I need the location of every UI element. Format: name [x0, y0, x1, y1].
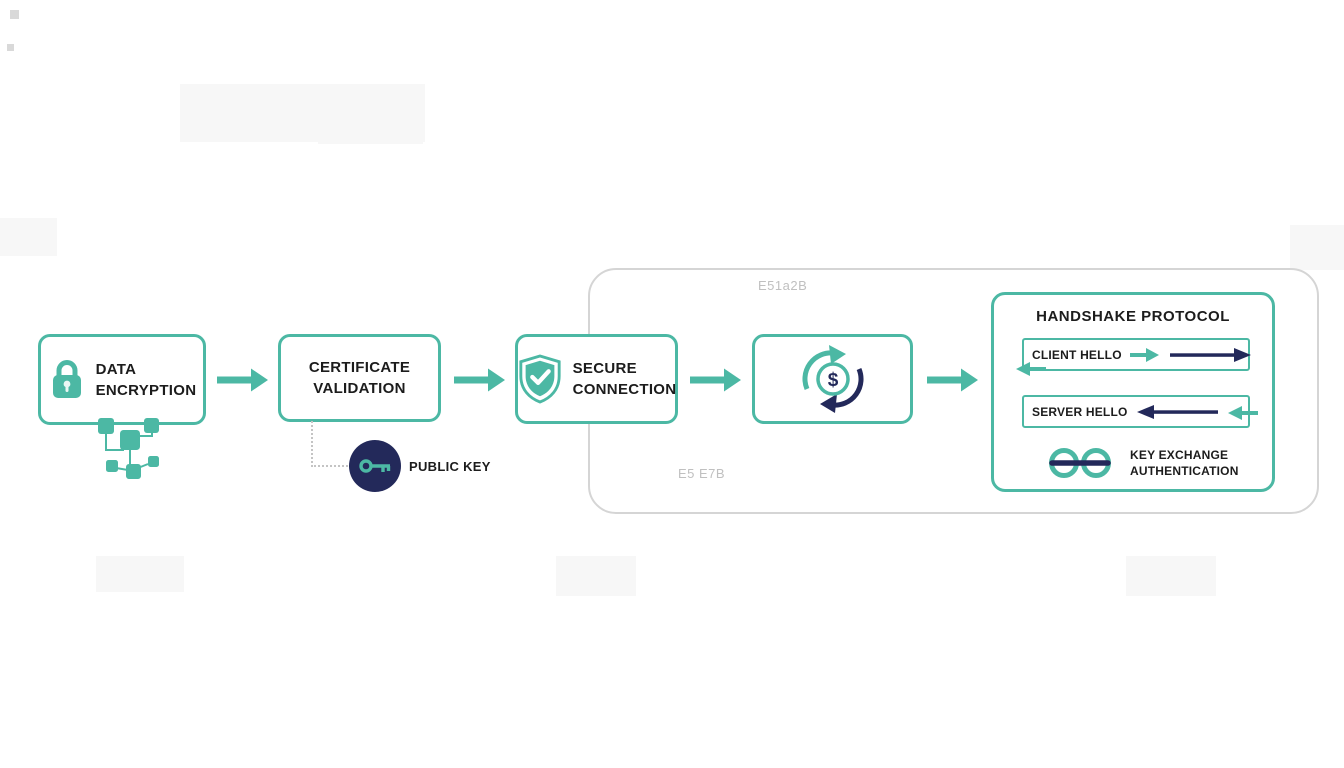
public-key-label: PUBLIC KEY: [409, 459, 491, 474]
background-patch: [1290, 225, 1344, 270]
watermark-text-top: E51a2B: [758, 278, 808, 293]
dotted-connector-line: [311, 421, 351, 467]
key-exchange-line1: KEY EXCHANGE: [1130, 448, 1229, 462]
step-secure-connection: SECURE CONNECTION: [515, 334, 678, 424]
step-label: SECURE CONNECTION: [573, 358, 677, 400]
return-left-arrow-icon: [1014, 361, 1048, 377]
short-right-arrow-icon: [1129, 347, 1160, 363]
linked-rings-icon: [1044, 445, 1116, 481]
server-hello-label: SERVER HELLO: [1032, 404, 1128, 419]
key-icon: [358, 457, 392, 475]
step-label-line1: DATA: [95, 360, 137, 378]
handshake-protocol-panel: HANDSHAKE PROTOCOL CLIENT HELLO SERVER H…: [991, 292, 1275, 492]
flow-arrow-icon: [454, 367, 506, 393]
background-patch: [0, 218, 57, 256]
dollar-symbol: $: [827, 370, 838, 391]
step-label-line1: SECURE: [572, 360, 637, 377]
return-left-arrow-icon: [1226, 405, 1260, 421]
network-nodes-icon: [86, 416, 186, 490]
step-label-line2: CONNECTION: [572, 381, 677, 398]
step-exchange: $: [752, 334, 913, 424]
background-patch: [318, 96, 423, 144]
handshake-title: HANDSHAKE PROTOCOL: [1036, 308, 1230, 325]
corner-artifact: [7, 44, 14, 51]
shield-check-icon: [517, 354, 563, 404]
handshake-row-server-hello: SERVER HELLO: [1022, 395, 1258, 428]
background-patch: [96, 556, 184, 592]
flow-arrow-icon: [927, 367, 979, 393]
key-exchange-authentication: KEY EXCHANGE AUTHENTICATION: [1044, 445, 1239, 481]
long-right-arrow-icon: [1168, 347, 1252, 363]
step-certificate-validation: CERTIFICATE VALIDATION: [278, 334, 441, 422]
step-label-line2: VALIDATION: [313, 380, 406, 397]
corner-artifact: [10, 10, 19, 19]
step-label: CERTIFICATE VALIDATION: [309, 357, 410, 399]
step-label-line2: ENCRYPTION: [95, 381, 197, 399]
long-left-arrow-icon: [1136, 404, 1220, 420]
client-hello-label: CLIENT HELLO: [1032, 347, 1122, 362]
step-label-line1: CERTIFICATE: [308, 359, 411, 376]
flow-arrow-icon: [690, 367, 742, 393]
step-label: DATA ENCRYPTION: [96, 359, 197, 401]
handshake-row-client-hello: CLIENT HELLO: [1016, 338, 1252, 376]
background-patch: [1126, 556, 1216, 596]
flow-arrow-icon: [217, 367, 269, 393]
public-key-badge: [349, 440, 401, 492]
background-patch: [556, 556, 636, 596]
currency-exchange-icon: $: [775, 345, 891, 413]
watermark-text-bottom: E5 E7B: [678, 466, 726, 481]
step-data-encryption: DATA ENCRYPTION: [38, 334, 206, 425]
key-exchange-line2: AUTHENTICATION: [1130, 464, 1239, 478]
lock-icon: [48, 359, 86, 401]
key-exchange-label: KEY EXCHANGE AUTHENTICATION: [1130, 447, 1239, 479]
